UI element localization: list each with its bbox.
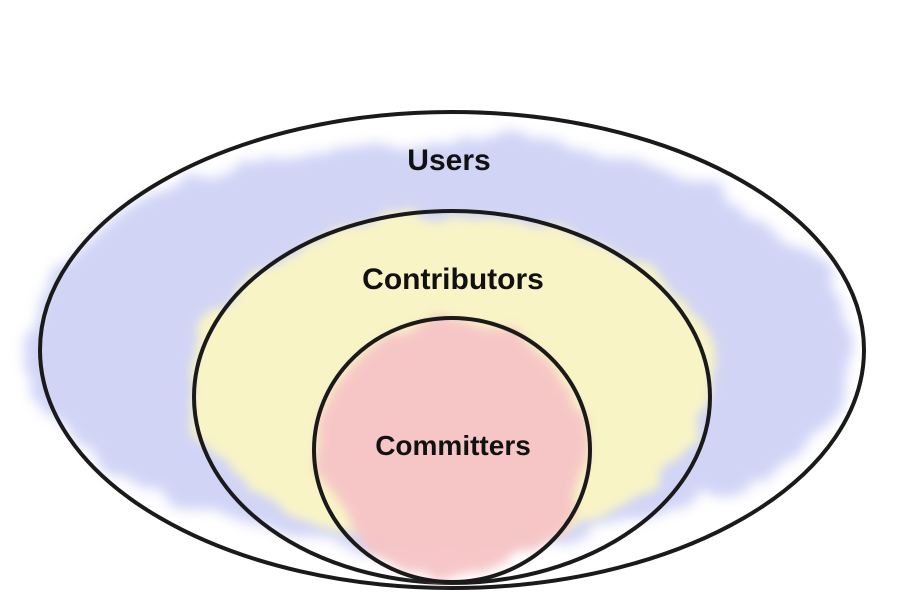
committers-label: Committers	[375, 430, 531, 461]
committers-outline	[312, 316, 592, 584]
contributors-label: Contributors	[362, 263, 544, 296]
users-outline	[38, 110, 866, 590]
committers-set	[312, 316, 592, 584]
committers-wash	[317, 320, 587, 576]
users-label: Users	[407, 144, 490, 177]
